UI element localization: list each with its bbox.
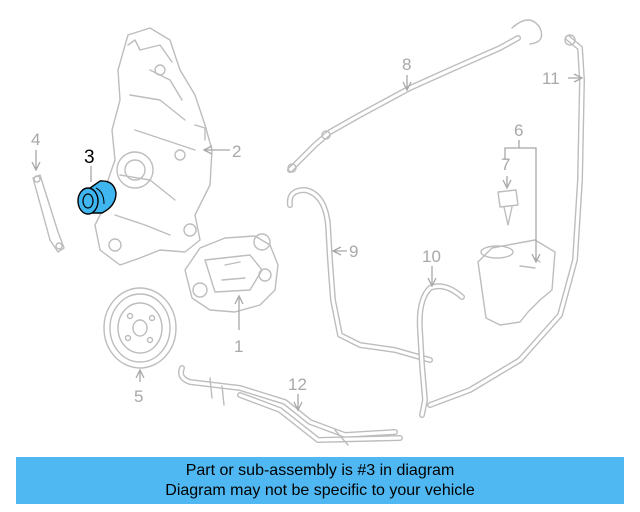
parts-diagram: 1 2 3 4 5 6 7 8 9 10 11 12	[31, 19, 585, 446]
part-6-reservoir[interactable]	[477, 239, 556, 326]
part-4-strap[interactable]	[32, 174, 65, 253]
callout-11: 11	[542, 69, 560, 88]
callout-4: 4	[31, 130, 40, 149]
callout-8: 8	[402, 55, 411, 74]
part-12-line[interactable]	[178, 365, 403, 446]
callout-1: 1	[234, 337, 243, 356]
callout-labels: 1 2 3 4 5 6 7 8 9 10 11 12	[31, 55, 560, 406]
banner-line-2: Diagram may not be specific to your vehi…	[165, 482, 475, 499]
part-11-line[interactable]	[427, 34, 585, 408]
callout-9: 9	[349, 242, 358, 261]
part-10-hose[interactable]	[416, 283, 465, 418]
callout-5: 5	[134, 387, 143, 406]
part-2-bracket[interactable]	[94, 27, 213, 266]
part-8-line[interactable]	[287, 19, 543, 173]
banner-line-1: Part or sub-assembly is #3 in diagram	[185, 462, 455, 479]
info-banner: Part or sub-assembly is #3 in diagram Di…	[16, 457, 624, 504]
part-7-cap[interactable]	[497, 189, 519, 226]
callout-10: 10	[422, 247, 441, 266]
part-5-pulley[interactable]	[103, 287, 177, 369]
callout-12: 12	[288, 375, 307, 394]
callout-2: 2	[232, 142, 241, 161]
leader-lines	[31, 73, 584, 412]
callout-6: 6	[514, 121, 523, 140]
callout-7: 7	[501, 155, 510, 174]
part-1-pump[interactable]	[184, 233, 279, 313]
callout-3: 3	[84, 147, 95, 168]
part-3-bushing[interactable]	[77, 180, 117, 215]
part-9-hose[interactable]	[286, 187, 433, 363]
